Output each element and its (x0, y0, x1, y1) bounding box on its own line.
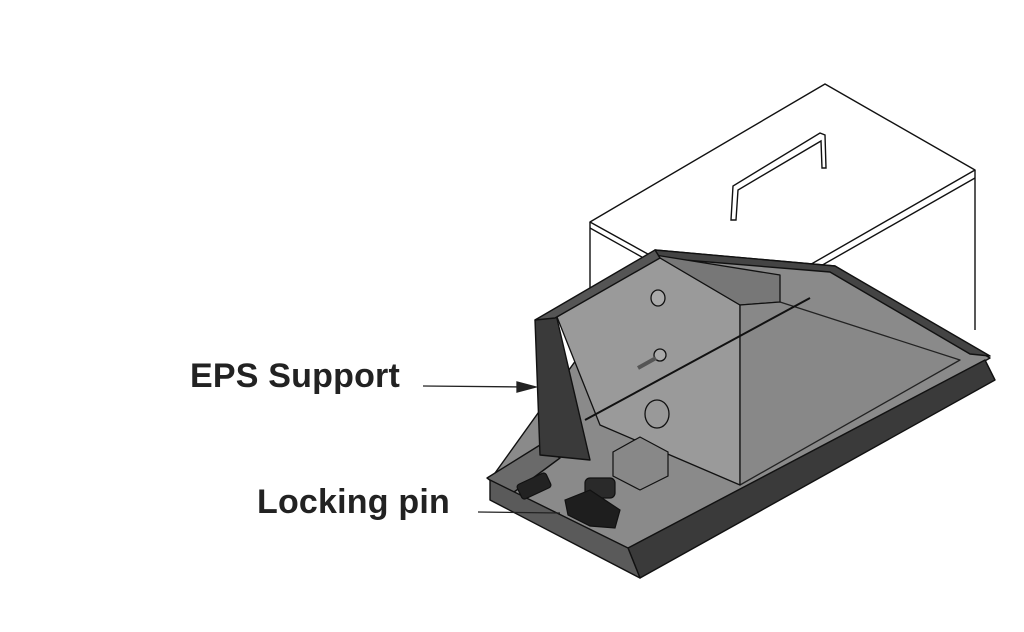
eps-unit (556, 254, 961, 486)
eps-support-arrowhead (516, 381, 539, 393)
cover-handle (730, 132, 827, 221)
eps-switch-stem (637, 356, 657, 370)
tray-floor-front (489, 479, 641, 579)
eps-support-leader (422, 385, 527, 388)
eps-rail (584, 297, 811, 421)
callout-leaders (422, 381, 561, 514)
eps-support-bracket (534, 249, 661, 461)
bracket-top (534, 249, 661, 321)
locking-pin (516, 436, 669, 529)
pin-lever (564, 489, 621, 529)
eps-connector (644, 399, 670, 429)
locking-pin-label: Locking pin (257, 483, 450, 521)
locking-pin-leader (477, 511, 561, 514)
eps-switch (653, 348, 667, 362)
eps-support-label: EPS Support (190, 357, 400, 395)
eps-front-panel (739, 301, 961, 486)
pin-block (612, 436, 669, 491)
pin-slot-plate (516, 472, 552, 500)
eps-knob (650, 289, 666, 307)
